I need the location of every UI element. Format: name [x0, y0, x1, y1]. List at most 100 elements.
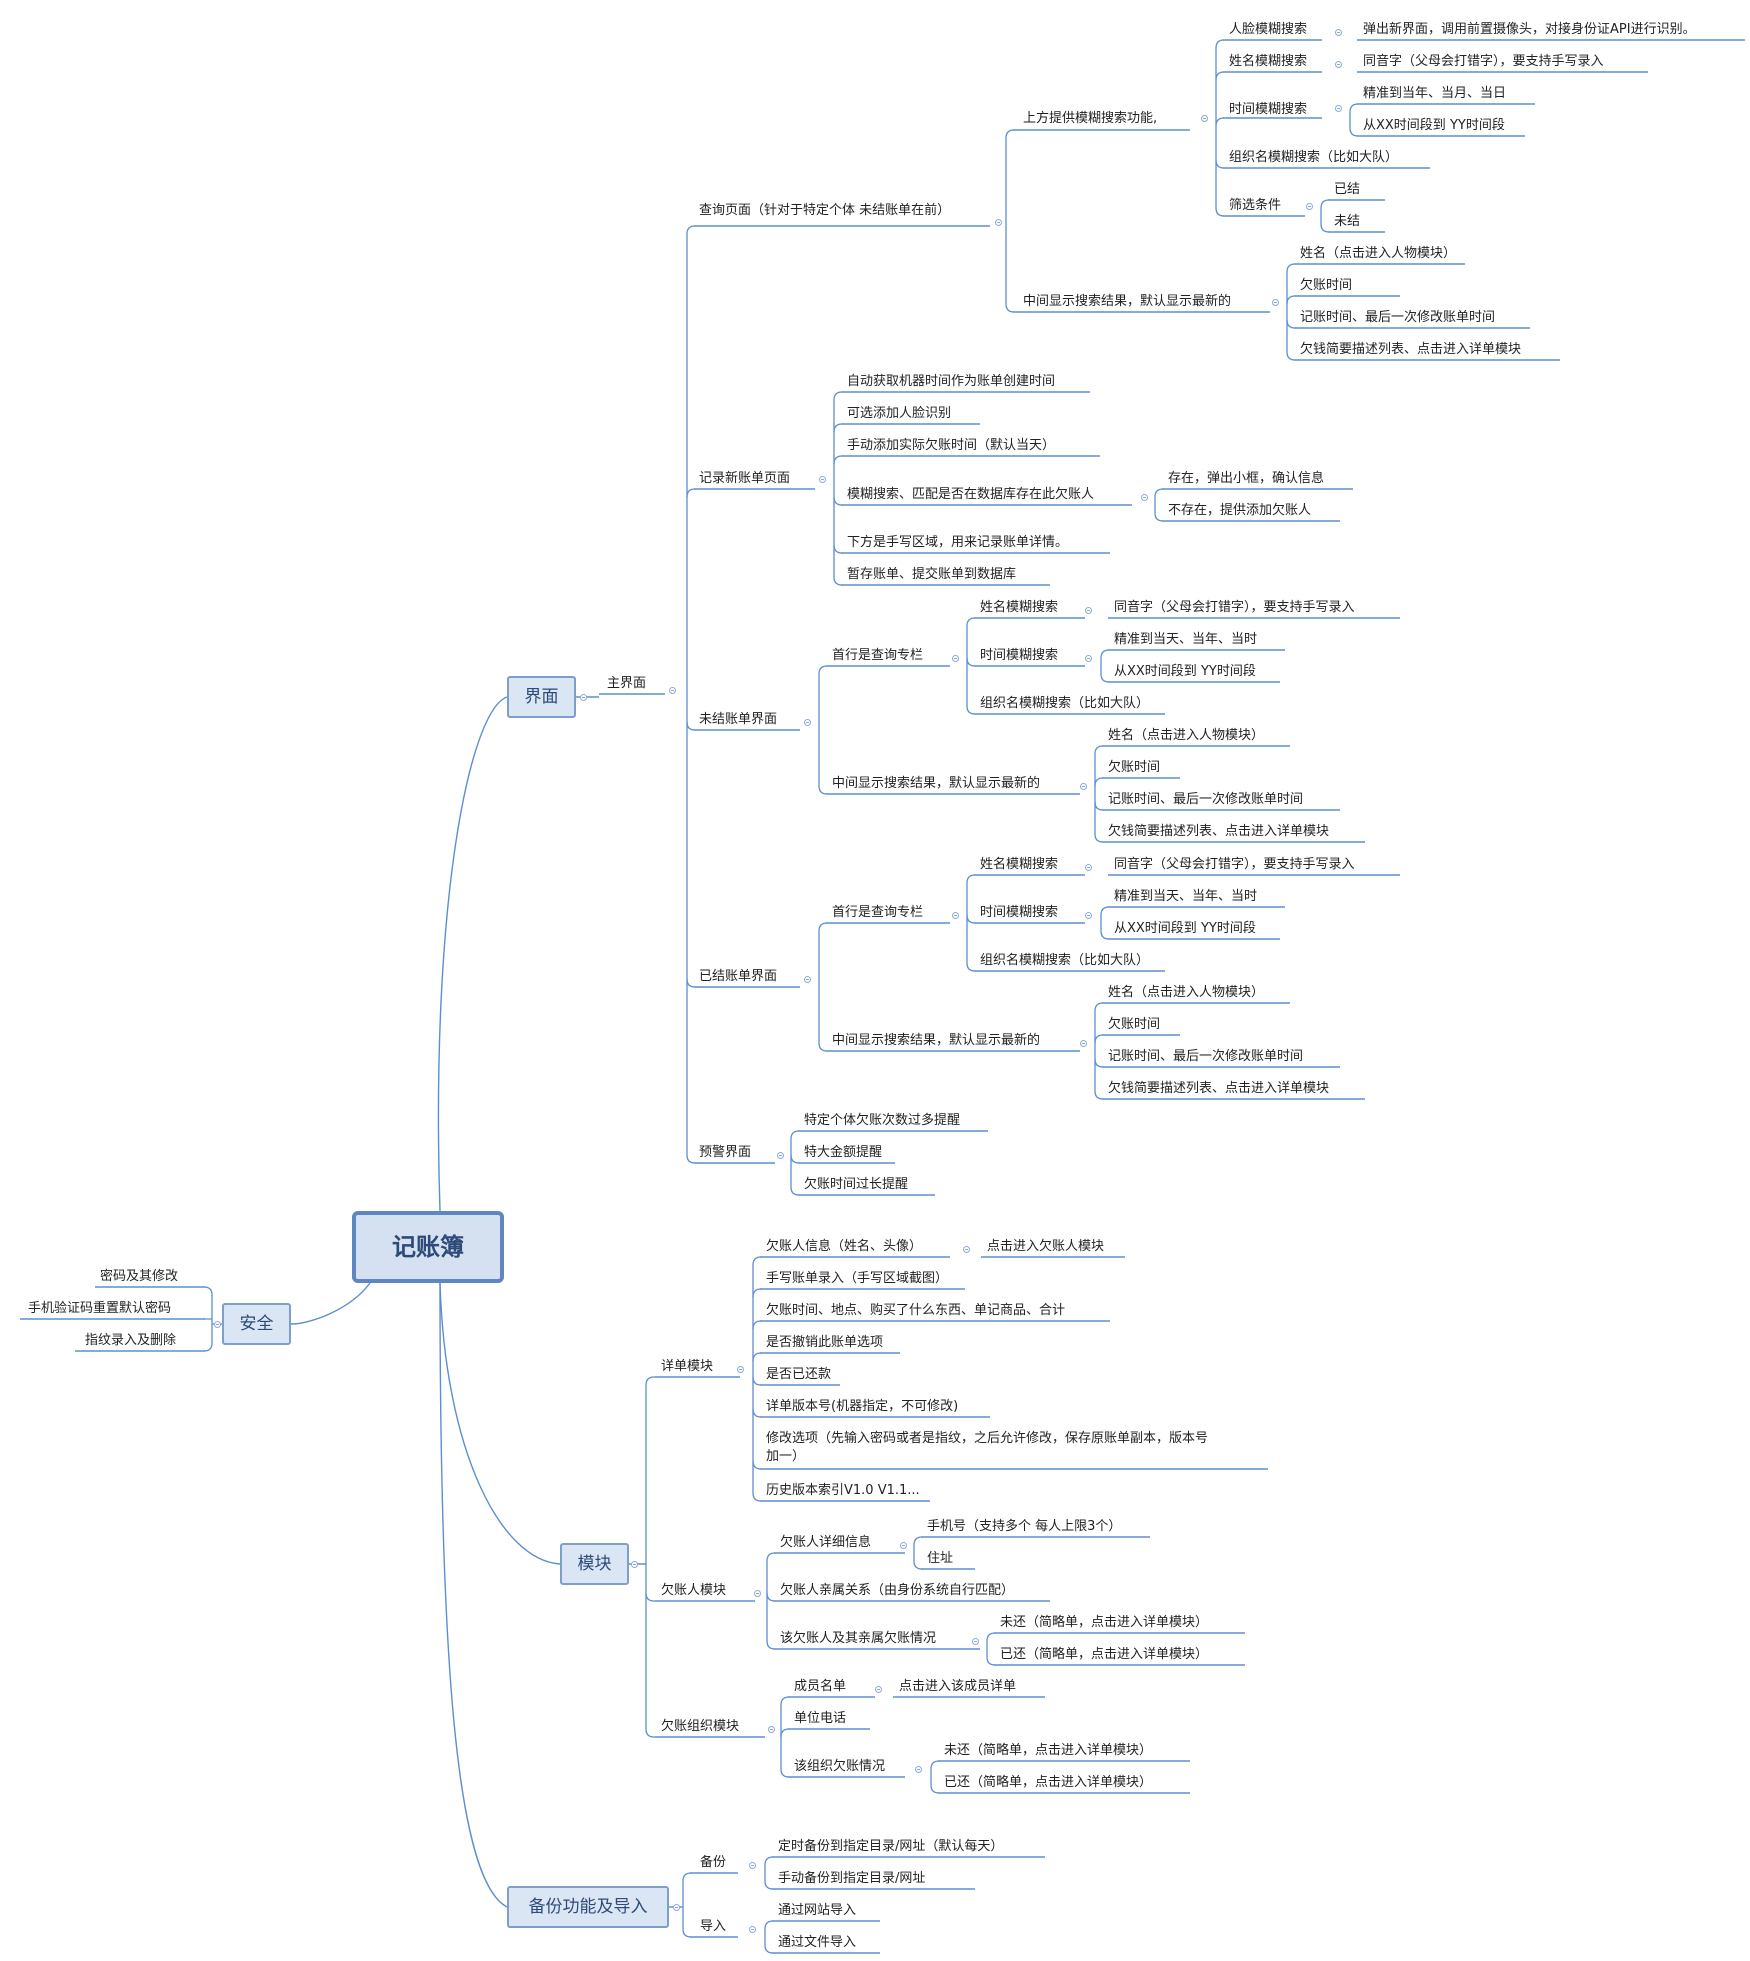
filter-unsettled[interactable]: 未结 [1334, 214, 1361, 229]
unsettled-result-name[interactable]: 姓名（点击进入人物模块） [1108, 728, 1265, 743]
collapse-toggle-icon[interactable] [1085, 864, 1092, 871]
time-search-opt1[interactable]: 精准到当年、当月、当日 [1363, 86, 1507, 101]
new-bill-label[interactable]: 记录新账单页面 [699, 471, 791, 486]
warning-item-1[interactable]: 特定个体欠账次数过多提醒 [804, 1113, 961, 1128]
query-result-debt-time[interactable]: 欠账时间 [1300, 278, 1353, 293]
org-module-label[interactable]: 欠账组织模块 [661, 1719, 740, 1734]
collapse-toggle-icon[interactable] [1335, 29, 1342, 36]
query-result-name[interactable]: 姓名（点击进入人物模块） [1300, 246, 1457, 261]
warning-item-2[interactable]: 特大金额提醒 [804, 1145, 883, 1160]
collapse-toggle-icon[interactable] [963, 1246, 970, 1253]
new-bill-item-4-no[interactable]: 不存在，提供添加欠账人 [1168, 503, 1312, 518]
settled-top-label[interactable]: 首行是查询专栏 [832, 905, 924, 920]
settled-label[interactable]: 已结账单界面 [699, 969, 778, 984]
collapse-toggle-icon[interactable] [754, 1590, 761, 1597]
topic-interface[interactable]: 界面 [507, 676, 576, 718]
query-results-label[interactable]: 中间显示搜索结果，默认显示最新的 [1023, 294, 1232, 309]
collapse-toggle-icon[interactable] [804, 976, 811, 983]
detail-item-8[interactable]: 历史版本索引V1.0 V1.1... [766, 1483, 920, 1498]
collapse-toggle-icon[interactable] [1141, 494, 1148, 501]
filter-settled[interactable]: 已结 [1334, 182, 1361, 197]
collapse-toggle-icon[interactable] [952, 912, 959, 919]
query-result-desc[interactable]: 欠钱简要描述列表、点击进入详单模块 [1300, 342, 1522, 357]
collapse-toggle-icon[interactable] [1080, 783, 1087, 790]
settled-org-search[interactable]: 组织名模糊搜索（比如大队） [980, 953, 1150, 968]
collapse-toggle-icon[interactable] [749, 1862, 756, 1869]
query-page-label[interactable]: 查询页面（针对于特定个体 未结账单在前） [699, 203, 951, 218]
import-item-1[interactable]: 通过网站导入 [778, 1903, 857, 1918]
settled-time-opt2[interactable]: 从XX时间段到 YY时间段 [1114, 921, 1256, 936]
new-bill-item-5[interactable]: 下方是手写区域，用来记录账单详情。 [847, 535, 1069, 550]
warning-label[interactable]: 预警界面 [699, 1145, 752, 1160]
backup-label[interactable]: 备份 [700, 1855, 727, 1870]
unsettled-time-search[interactable]: 时间模糊搜索 [980, 648, 1059, 663]
debtor-status-unpaid[interactable]: 未还（简略单，点击进入详单模块） [1000, 1615, 1209, 1630]
security-item-1[interactable]: 密码及其修改 [100, 1269, 179, 1284]
unsettled-result-record-time[interactable]: 记账时间、最后一次修改账单时间 [1108, 792, 1304, 807]
detail-item-2[interactable]: 手写账单录入（手写区域截图） [766, 1271, 949, 1286]
topic-security[interactable]: 安全 [222, 1303, 291, 1345]
debtor-phone[interactable]: 手机号（支持多个 每人上限3个） [927, 1519, 1122, 1534]
collapse-toggle-icon[interactable] [749, 1926, 756, 1933]
new-bill-item-2[interactable]: 可选添加人脸识别 [847, 406, 952, 421]
top-search-label[interactable]: 上方提供模糊搜索功能, [1023, 111, 1158, 126]
collapse-toggle-icon[interactable] [952, 655, 959, 662]
debtor-status-label[interactable]: 该欠账人及其亲属欠账情况 [780, 1631, 937, 1646]
org-members-child[interactable]: 点击进入该成员详单 [899, 1679, 1017, 1694]
unsettled-result-debt-time[interactable]: 欠账时间 [1108, 760, 1161, 775]
collapse-toggle-icon[interactable] [1306, 203, 1313, 210]
topic-backup-import[interactable]: 备份功能及导入 [507, 1886, 669, 1928]
debtor-status-paid[interactable]: 已还（简略单，点击进入详单模块） [1000, 1647, 1209, 1662]
collapse-toggle-icon[interactable] [777, 1152, 784, 1159]
collapse-toggle-icon[interactable] [673, 1904, 680, 1911]
collapse-toggle-icon[interactable] [580, 694, 587, 701]
filter-label[interactable]: 筛选条件 [1229, 198, 1282, 213]
debtor-module-label[interactable]: 欠账人模块 [661, 1583, 727, 1598]
detail-item-6[interactable]: 详单版本号(机器指定，不可修改) [766, 1399, 959, 1414]
backup-item-2[interactable]: 手动备份到指定目录/网址 [778, 1871, 926, 1886]
collapse-toggle-icon[interactable] [1272, 299, 1279, 306]
collapse-toggle-icon[interactable] [819, 476, 826, 483]
org-members-label[interactable]: 成员名单 [794, 1679, 847, 1694]
settled-time-search[interactable]: 时间模糊搜索 [980, 905, 1059, 920]
collapse-toggle-icon[interactable] [631, 1561, 638, 1568]
main-page-label[interactable]: 主界面 [607, 676, 647, 691]
topic-modules[interactable]: 模块 [560, 1543, 629, 1585]
collapse-toggle-icon[interactable] [1201, 115, 1208, 122]
collapse-toggle-icon[interactable] [737, 1366, 744, 1373]
time-search-label[interactable]: 时间模糊搜索 [1229, 102, 1308, 117]
unsettled-label[interactable]: 未结账单界面 [699, 712, 778, 727]
settled-result-name[interactable]: 姓名（点击进入人物模块） [1108, 985, 1265, 1000]
detail-item-5[interactable]: 是否已还款 [766, 1367, 832, 1382]
collapse-toggle-icon[interactable] [1080, 1040, 1087, 1047]
org-search-label[interactable]: 组织名模糊搜索（比如大队） [1229, 150, 1399, 165]
collapse-toggle-icon[interactable] [1085, 655, 1092, 662]
settled-name-search[interactable]: 姓名模糊搜索 [980, 857, 1059, 872]
unsettled-results-label[interactable]: 中间显示搜索结果，默认显示最新的 [832, 776, 1041, 791]
unsettled-name-search-detail[interactable]: 同音字（父母会打错字），要支持手写录入 [1114, 600, 1355, 615]
detail-item-1-child[interactable]: 点击进入欠账人模块 [987, 1239, 1105, 1254]
settled-result-record-time[interactable]: 记账时间、最后一次修改账单时间 [1108, 1049, 1304, 1064]
name-search-label[interactable]: 姓名模糊搜索 [1229, 54, 1308, 69]
debtor-info-label[interactable]: 欠账人详细信息 [780, 1535, 872, 1550]
unsettled-org-search[interactable]: 组织名模糊搜索（比如大队） [980, 696, 1150, 711]
warning-item-3[interactable]: 欠账时间过长提醒 [804, 1177, 909, 1192]
security-item-3[interactable]: 指纹录入及删除 [85, 1333, 177, 1348]
unsettled-name-search[interactable]: 姓名模糊搜索 [980, 600, 1059, 615]
collapse-toggle-icon[interactable] [875, 1686, 882, 1693]
collapse-toggle-icon[interactable] [972, 1638, 979, 1645]
collapse-toggle-icon[interactable] [1335, 61, 1342, 68]
detail-item-4[interactable]: 是否撤销此账单选项 [766, 1335, 884, 1350]
unsettled-time-opt1[interactable]: 精准到当天、当年、当时 [1114, 632, 1258, 647]
collapse-toggle-icon[interactable] [995, 219, 1002, 226]
import-item-2[interactable]: 通过文件导入 [778, 1935, 857, 1950]
detail-item-7-line2[interactable]: 加一） [766, 1449, 806, 1464]
collapse-toggle-icon[interactable] [804, 719, 811, 726]
detail-item-1[interactable]: 欠账人信息（姓名、头像） [766, 1239, 923, 1254]
query-result-record-time[interactable]: 记账时间、最后一次修改账单时间 [1300, 310, 1496, 325]
org-status-paid[interactable]: 已还（简略单，点击进入详单模块） [944, 1775, 1153, 1790]
debtor-address[interactable]: 住址 [927, 1551, 954, 1566]
root-topic[interactable]: 记账簿 [352, 1211, 504, 1283]
settled-result-desc[interactable]: 欠钱简要描述列表、点击进入详单模块 [1108, 1081, 1330, 1096]
unsettled-result-desc[interactable]: 欠钱简要描述列表、点击进入详单模块 [1108, 824, 1330, 839]
